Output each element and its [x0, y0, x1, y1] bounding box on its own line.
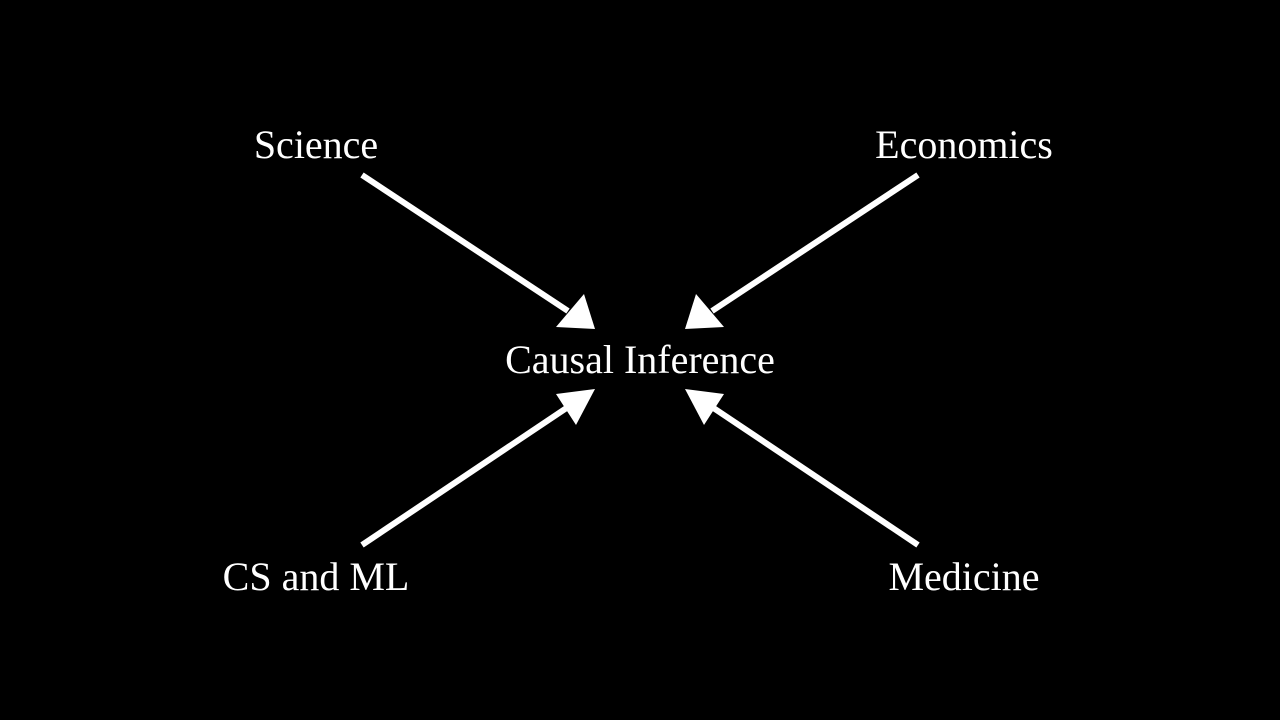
arrow-medicine-to-center: [685, 389, 920, 548]
arrowhead-icon: [685, 389, 724, 425]
arrow-shaft: [360, 404, 570, 548]
arrow-shaft: [710, 404, 920, 548]
source-node-economics: Economics: [875, 122, 1053, 167]
arrow-shaft: [710, 172, 920, 314]
arrowhead-icon: [556, 294, 595, 329]
arrow-science-to-center: [360, 172, 595, 329]
source-node-cs-ml: CS and ML: [222, 554, 410, 599]
arrowhead-icon: [685, 294, 724, 329]
arrow-shaft: [360, 172, 570, 314]
center-node-label: Causal Inference: [505, 337, 775, 382]
arrowhead-icon: [556, 389, 595, 425]
source-node-medicine: Medicine: [888, 554, 1040, 599]
arrow-economics-to-center: [685, 172, 920, 329]
source-node-science: Science: [253, 122, 379, 167]
arrow-csml-to-center: [360, 389, 595, 548]
